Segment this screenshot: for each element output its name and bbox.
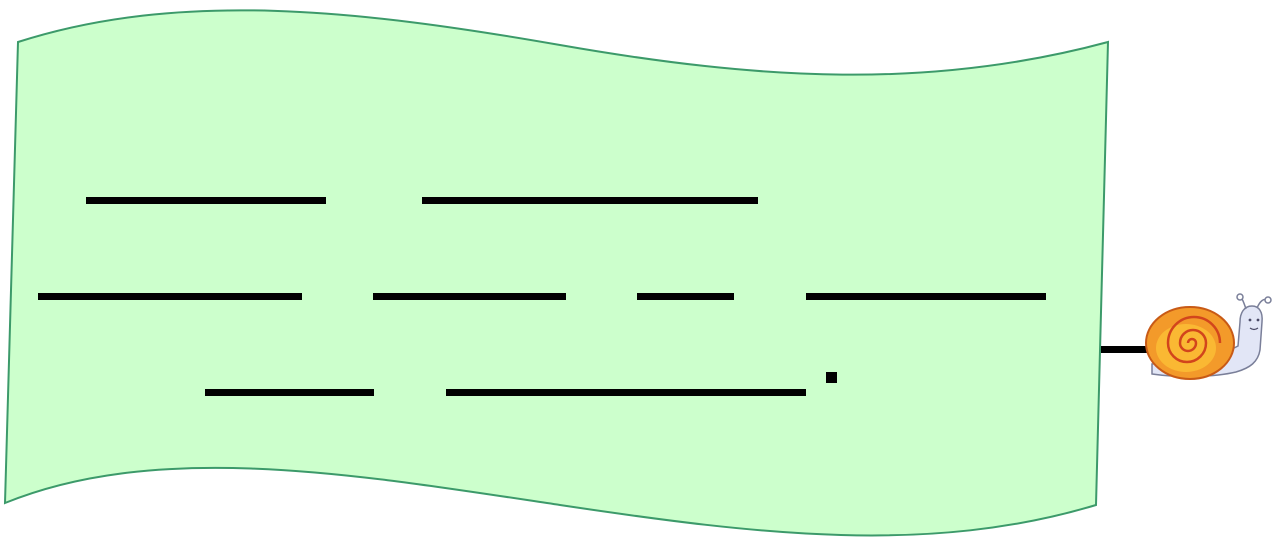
fill-in-blank[interactable] <box>806 293 1046 300</box>
fill-in-blank[interactable] <box>422 197 758 204</box>
fill-in-blank[interactable] <box>446 389 806 396</box>
connector-line <box>1101 346 1149 353</box>
fill-in-blank[interactable] <box>86 197 326 204</box>
blank-row-3 <box>205 372 837 396</box>
fill-in-blank[interactable] <box>637 293 734 300</box>
wavy-banner <box>3 9 1110 537</box>
blank-row-2 <box>38 293 1046 300</box>
period-mark <box>826 372 837 383</box>
fill-in-blank[interactable] <box>205 389 374 396</box>
fill-in-blank[interactable] <box>38 293 302 300</box>
snail-icon <box>1145 293 1272 380</box>
blank-row-1 <box>86 197 758 204</box>
fill-in-blank[interactable] <box>373 293 566 300</box>
